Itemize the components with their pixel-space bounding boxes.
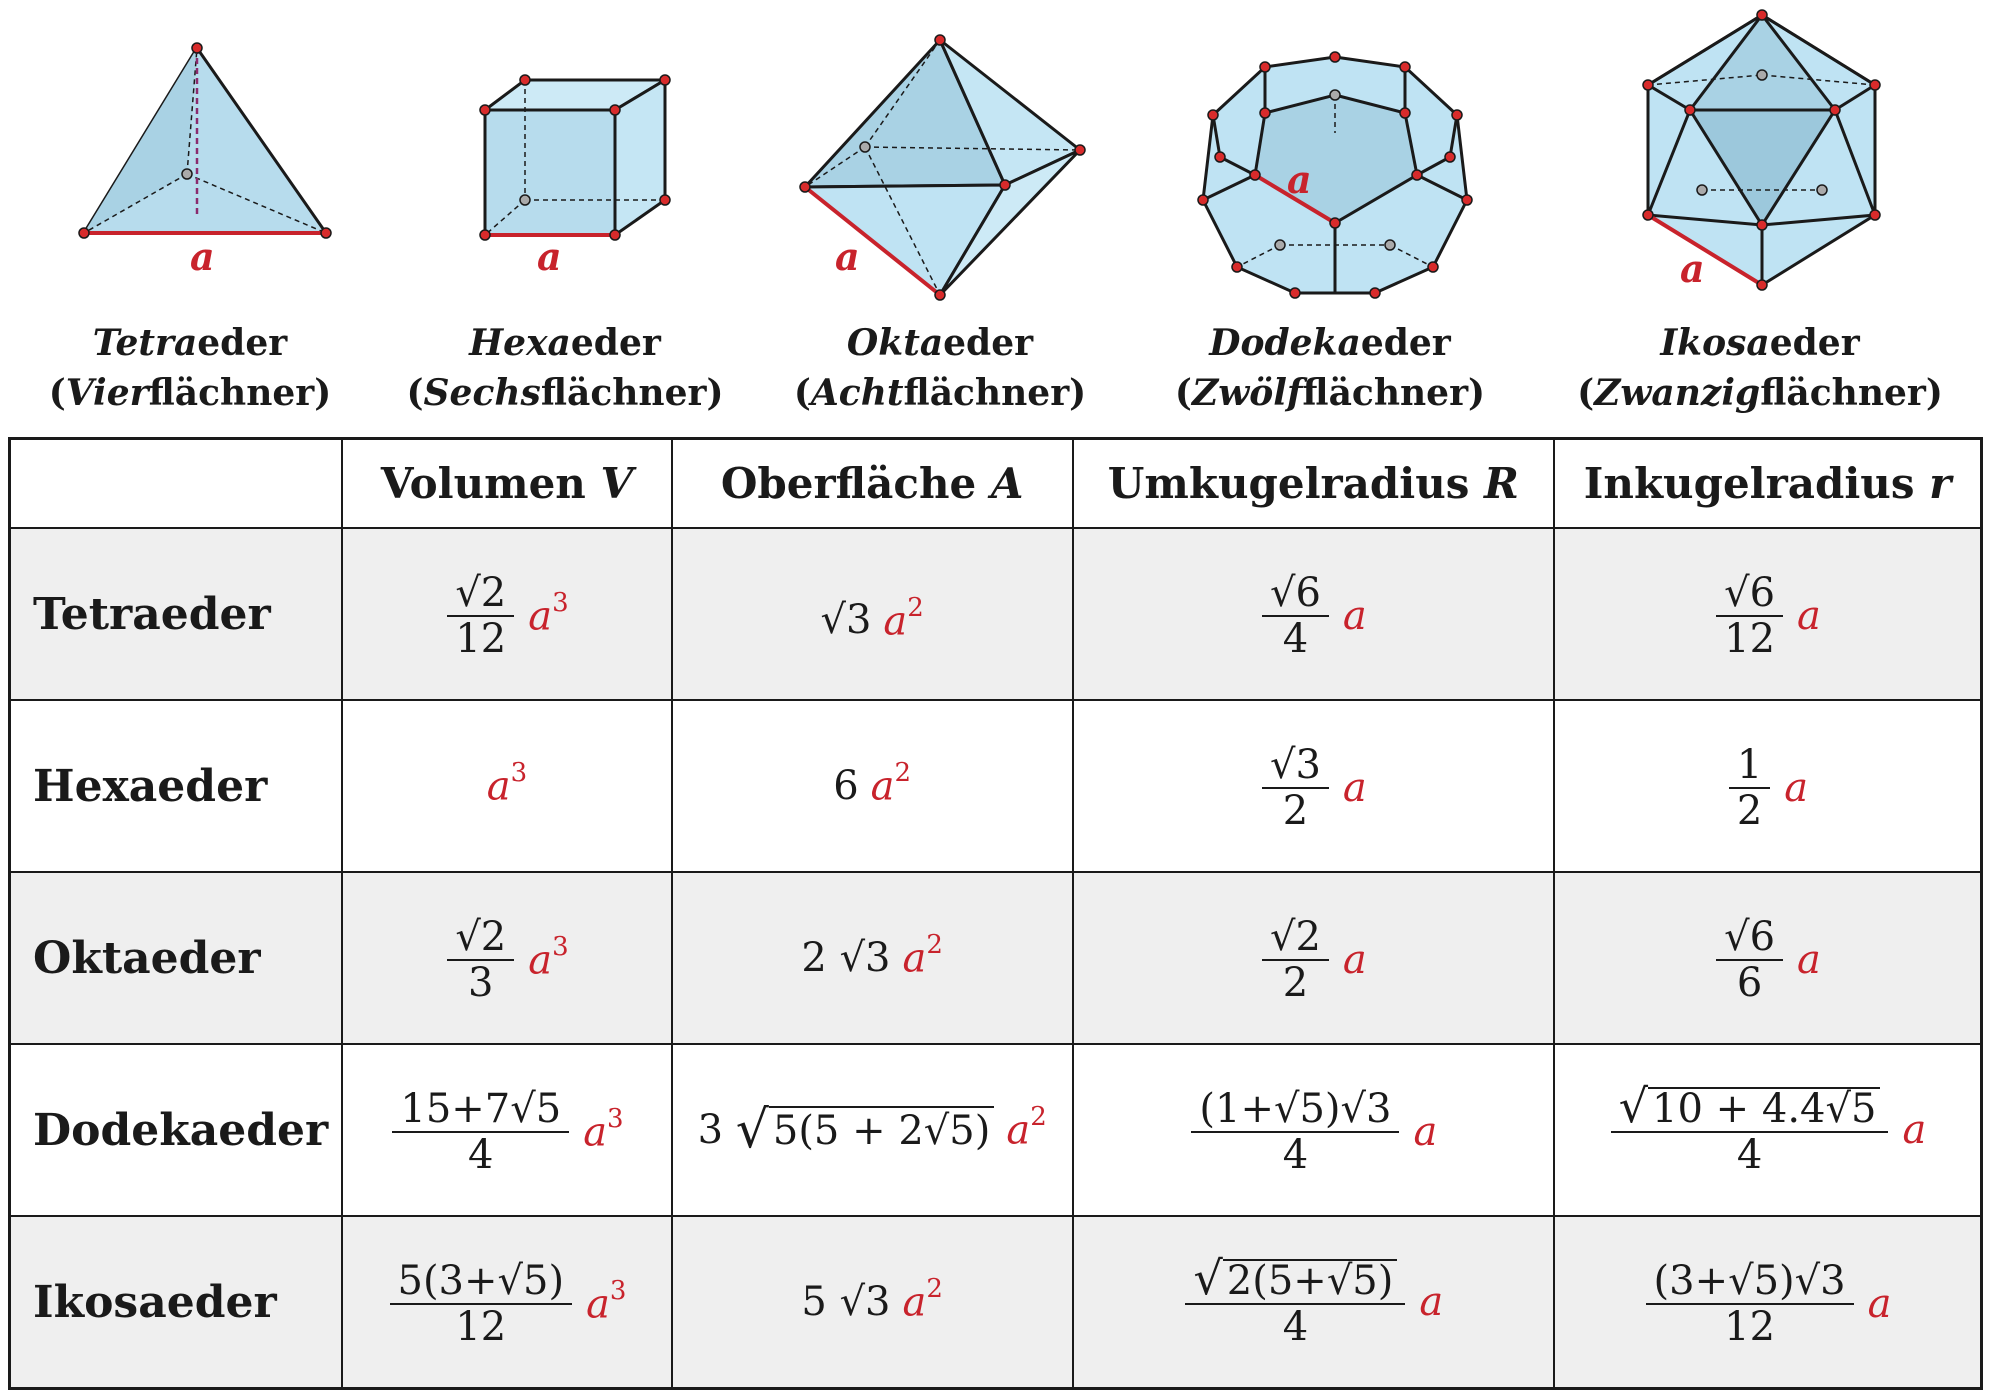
tetrahedron-drawing: a	[78, 42, 332, 279]
header-empty	[8, 437, 344, 529]
caption-oktaeder: Oktaeder (Achtflächner)	[750, 318, 1130, 418]
caption-paren: (	[793, 372, 811, 414]
icosahedron-figure: a	[1640, 9, 1881, 300]
edge-label: a	[835, 234, 860, 279]
header-circumradius: Umkugelradius R	[1071, 437, 1556, 529]
icosahedron-drawing: a	[1642, 9, 1881, 291]
caption-alt-rest: flächner)	[148, 372, 332, 414]
row-name: Oktaeder	[8, 871, 344, 1045]
caption-alt-em: Zwanzig	[1594, 372, 1761, 414]
dodecahedron-drawing: a	[1197, 51, 1473, 299]
dodecahedron-figure: a	[1195, 45, 1485, 315]
row-name: Ikosaeder	[8, 1215, 344, 1390]
caption-name-em: Tetra	[92, 322, 198, 364]
caption-name-rest: eder	[943, 322, 1034, 364]
volume-cell: a3	[341, 699, 673, 873]
tetrahedron-figure: a	[60, 30, 360, 290]
caption-alt-rest: flächner)	[903, 372, 1087, 414]
caption-paren: (	[406, 372, 424, 414]
caption-tetraeder: Tetraeder (Vierflächner)	[0, 318, 380, 418]
edge-label: a	[190, 234, 215, 279]
caption-name-em: Hexa	[469, 322, 571, 364]
caption-alt-em: Acht	[810, 372, 904, 414]
caption-name-rest: eder	[570, 322, 661, 364]
edge-label: a	[1287, 157, 1312, 202]
header-row: Volumen V Oberfläche A Umkugelradius R I…	[8, 437, 1983, 529]
caption-name-rest: eder	[1769, 322, 1860, 364]
edge-label: a	[1680, 246, 1705, 291]
hexahedron-figure: a	[465, 55, 705, 285]
caption-alt-em: Zwölf	[1191, 372, 1303, 414]
caption-name-em: Ikosa	[1660, 322, 1770, 364]
caption-dodekaeder: Dodekaeder (Zwölfflächner)	[1140, 318, 1520, 418]
caption-hexaeder: Hexaeder (Sechsflächner)	[375, 318, 755, 418]
row-name: Tetraeder	[8, 527, 344, 701]
caption-paren: (	[48, 372, 66, 414]
header-surface: Oberfläche A	[670, 437, 1074, 529]
caption-name-rest: eder	[1360, 322, 1451, 364]
row-name: Dodekaeder	[8, 1043, 344, 1217]
caption-name-em: Dodeka	[1209, 322, 1361, 364]
caption-alt-rest: flächner)	[1302, 372, 1486, 414]
header-volume: Volumen V	[341, 437, 673, 529]
caption-paren: (	[1174, 372, 1192, 414]
octahedron-drawing: a	[799, 34, 1086, 301]
edge-label: a	[537, 234, 562, 279]
header-inradius: Inkugelradius r	[1553, 437, 1983, 529]
caption-alt-em: Sechs	[423, 372, 541, 414]
hexahedron-drawing: a	[479, 74, 671, 279]
caption-ikosaeder: Ikosaeder (Zwanzigflächner)	[1570, 318, 1950, 418]
caption-alt-rest: flächner)	[1760, 372, 1943, 414]
properties-table: Volumen V Oberfläche A Umkugelradius R I…	[8, 437, 1983, 1390]
caption-alt-em: Vier	[65, 372, 149, 414]
row-name: Hexaeder	[8, 699, 344, 873]
caption-alt-rest: flächner)	[540, 372, 724, 414]
caption-name-em: Okta	[846, 322, 944, 364]
octahedron-figure: a	[790, 25, 1090, 315]
caption-paren: (	[1577, 372, 1595, 414]
surface-cell: 3 √5(5 + 2√5)a2	[670, 1043, 1074, 1217]
caption-name-rest: eder	[197, 322, 288, 364]
